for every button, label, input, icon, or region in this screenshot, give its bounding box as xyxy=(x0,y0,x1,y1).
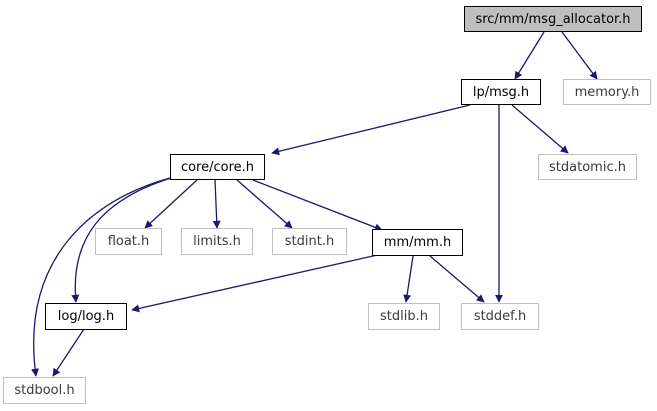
node-memory-h: memory.h xyxy=(563,79,651,105)
edge-msg-allocator-to-msg xyxy=(514,31,545,80)
edge-core-to-log xyxy=(71,175,179,303)
node-lp-msg-h[interactable]: lp/msg.h xyxy=(461,79,541,105)
edge-mm-to-stdlib xyxy=(403,255,414,303)
node-stdint-h: stdint.h xyxy=(272,228,347,255)
node-msg-allocator-h[interactable]: src/mm/msg_allocator.h xyxy=(464,6,642,32)
node-float-h: float.h xyxy=(95,228,162,255)
node-stdatomic-h: stdatomic.h xyxy=(538,154,637,180)
edge-msg-to-core xyxy=(271,104,471,156)
node-limits-h: limits.h xyxy=(181,228,253,255)
edge-msg-allocator-to-memory xyxy=(561,31,598,80)
edge-mm-to-log xyxy=(131,253,383,313)
edge-msg-to-stdatomic xyxy=(511,104,569,154)
edge-core-to-stdint xyxy=(236,179,293,229)
edge-mm-to-stddef xyxy=(429,255,485,303)
node-stdbool-h: stdbool.h xyxy=(3,377,86,404)
node-stddef-h: stddef.h xyxy=(461,303,539,330)
node-core-core-h[interactable]: core/core.h xyxy=(170,154,265,180)
edge-core-to-float xyxy=(144,179,198,229)
edge-core-to-mm xyxy=(252,179,383,232)
node-mm-mm-h[interactable]: mm/mm.h xyxy=(372,229,463,256)
edge-core-to-limits xyxy=(212,179,221,229)
node-stdlib-h: stdlib.h xyxy=(368,303,440,330)
edge-log-to-stdbool xyxy=(52,328,85,377)
node-log-log-h[interactable]: log/log.h xyxy=(45,303,127,330)
edge-core-to-stdbool xyxy=(31,177,171,377)
